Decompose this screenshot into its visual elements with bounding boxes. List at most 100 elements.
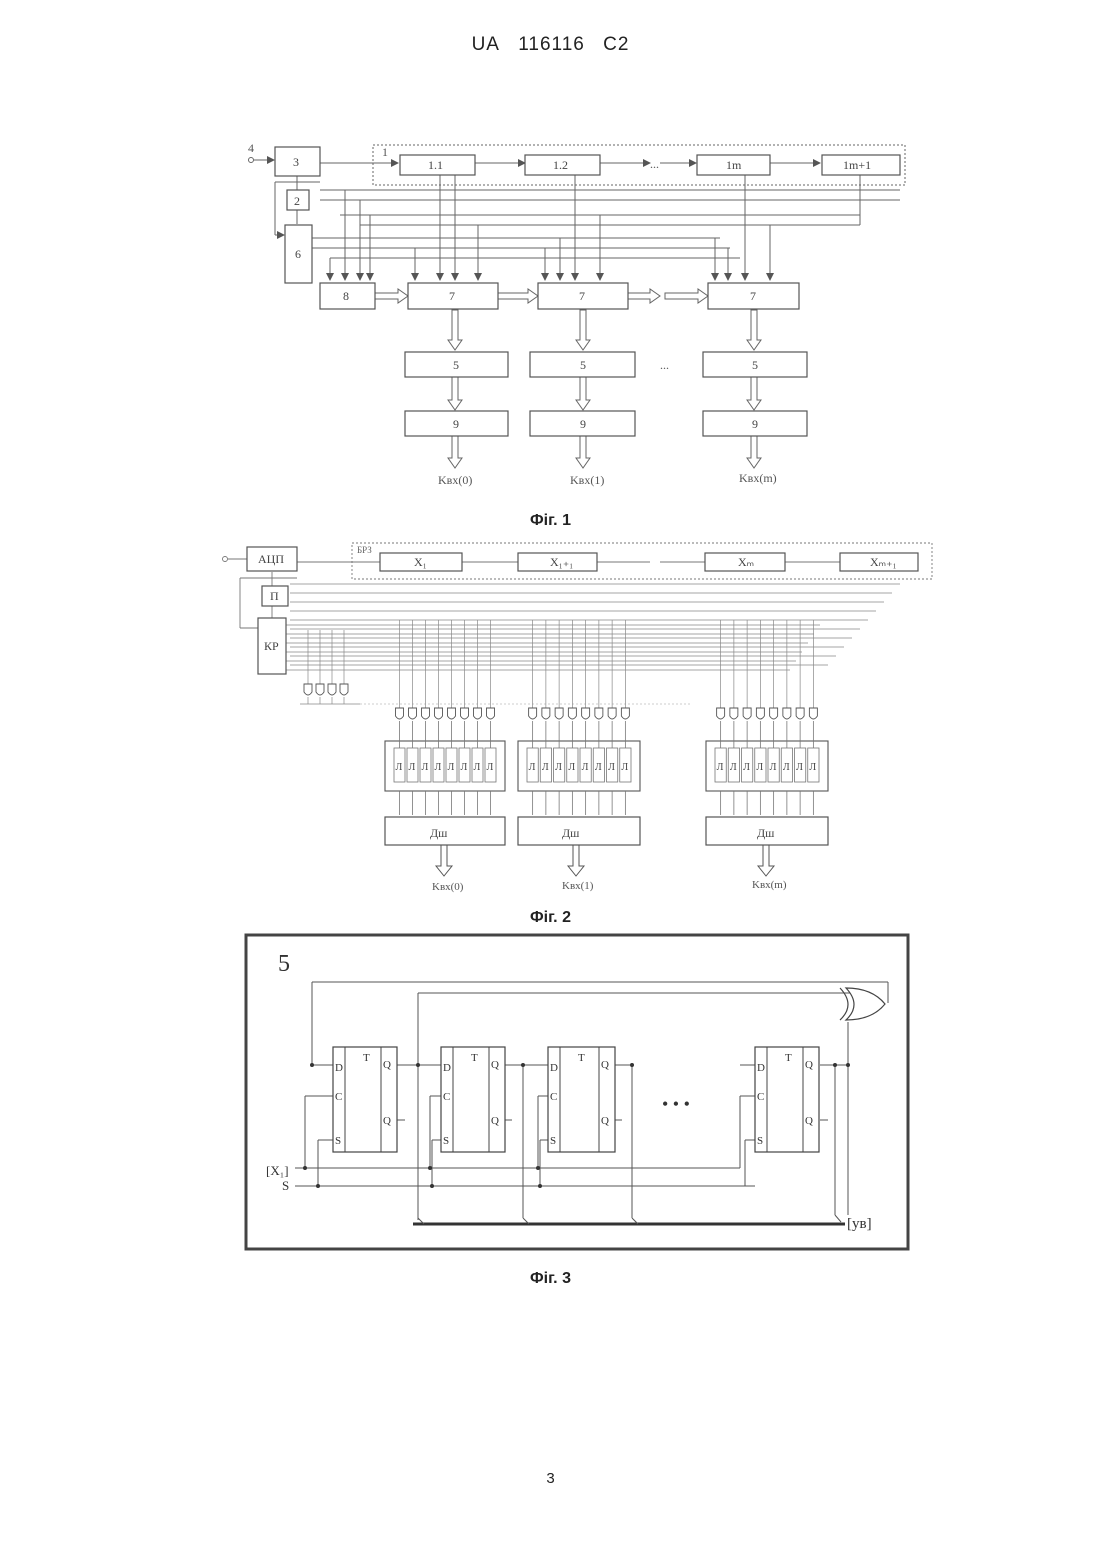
and-gate — [809, 708, 817, 719]
fig2-output-m: Kвх(m) — [752, 879, 787, 891]
cell-1-1-label: 1.1 — [428, 158, 443, 172]
block-8-label: 8 — [343, 289, 349, 303]
pin-q: Q — [383, 1059, 391, 1071]
xm1-label: Xₘ₊₁ — [870, 555, 897, 569]
block-3-label: 3 — [293, 155, 299, 169]
block-9-a-label: 9 — [453, 417, 459, 431]
pin-t: T — [785, 1052, 792, 1064]
block-9-c-label: 9 — [752, 417, 758, 431]
cell-1m-label: 1m — [726, 158, 742, 172]
register-label: 1 — [382, 145, 388, 159]
latch-label: Л — [396, 762, 403, 773]
figure-2-diagram: АЦП П КР X₁ X₁₊₁ Xₘ Xₘ₊₁ БРЗ ЛЛЛЛЛЛЛЛЛЛЛ… — [0, 530, 1101, 910]
and-gate — [730, 708, 738, 719]
pin-c: C — [757, 1091, 764, 1103]
latch-label: Л — [529, 762, 536, 773]
pin-d: D — [335, 1062, 343, 1074]
figure-1-caption: Фіг. 1 — [0, 512, 1101, 530]
p-label: П — [270, 589, 279, 603]
and-gate — [568, 708, 576, 719]
output-1: Kвх(1) — [570, 473, 604, 487]
and-gate — [422, 708, 430, 719]
latch-label: Л — [595, 762, 602, 773]
pin-qbar: Q — [601, 1115, 609, 1127]
fig2-output-0: Kвх(0) — [432, 881, 464, 893]
pin-c: C — [335, 1091, 342, 1103]
latch-label: Л — [796, 762, 803, 773]
control-gate — [304, 684, 312, 695]
latch-label: Л — [783, 762, 790, 773]
fig3-block-number: 5 — [278, 951, 290, 977]
and-gate — [608, 708, 616, 719]
latch-label: Л — [730, 762, 737, 773]
latch-label: Л — [542, 762, 549, 773]
and-gate — [396, 708, 404, 719]
and-gate — [448, 708, 456, 719]
and-gate — [743, 708, 751, 719]
fig2-output-1: Kвх(1) — [562, 880, 594, 892]
pin-t: T — [578, 1052, 585, 1064]
decoder-c-label: Дш — [757, 826, 775, 840]
pin-s: S — [335, 1135, 341, 1147]
and-gate — [542, 708, 550, 719]
block-7-a-label: 7 — [449, 289, 455, 303]
block-5-c-label: 5 — [752, 358, 758, 372]
block-2-label: 2 — [294, 194, 300, 208]
adc-label: АЦП — [258, 552, 284, 566]
pin-t: T — [363, 1052, 370, 1064]
latch-label: Л — [809, 762, 816, 773]
and-gate — [756, 708, 764, 719]
latch-label: Л — [717, 762, 724, 773]
pin-q: Q — [805, 1059, 813, 1071]
block-5-a-label: 5 — [453, 358, 459, 372]
decoder-b-label: Дш — [562, 826, 580, 840]
and-gate — [796, 708, 804, 719]
and-gate — [582, 708, 590, 719]
figure-2-caption: Фіг. 2 — [0, 909, 1101, 927]
figure-3-caption: Фіг. 3 — [0, 1270, 1101, 1288]
cell-1m1-label: 1m+1 — [843, 158, 871, 172]
control-gate — [328, 684, 336, 695]
latch-label: Л — [422, 762, 429, 773]
pin-s: S — [443, 1135, 449, 1147]
and-gate — [783, 708, 791, 719]
block-9-b-label: 9 — [580, 417, 586, 431]
latch-label: Л — [474, 762, 481, 773]
and-gate — [529, 708, 537, 719]
pin-qbar: Q — [383, 1115, 391, 1127]
latch-label: Л — [770, 762, 777, 773]
block-7-b-label: 7 — [579, 289, 585, 303]
and-gate — [555, 708, 563, 719]
latch-label: Л — [608, 762, 615, 773]
latch-label: Л — [487, 762, 494, 773]
pin-qbar: Q — [805, 1115, 813, 1127]
output-y: [yв] — [847, 1216, 872, 1232]
pin-c: C — [443, 1091, 450, 1103]
ellipsis-1: ... — [650, 157, 659, 171]
pin-qbar: Q — [491, 1115, 499, 1127]
latch-label: Л — [448, 762, 455, 773]
cell-1-2-label: 1.2 — [553, 158, 568, 172]
and-gate — [487, 708, 495, 719]
kr-label: КР — [264, 639, 279, 653]
figure-3-diagram: 5 — [0, 930, 1101, 1260]
latch-label: Л — [568, 762, 575, 773]
pin-q: Q — [601, 1059, 609, 1071]
output-m: Kвх(m) — [739, 471, 777, 485]
ellipsis-2: ... — [660, 358, 669, 372]
x1-label: X₁ — [414, 555, 427, 569]
decoder-a-label: Дш — [430, 826, 448, 840]
and-gate — [474, 708, 482, 719]
and-gate — [770, 708, 778, 719]
block-6-label: 6 — [295, 247, 301, 261]
pin-c: C — [550, 1091, 557, 1103]
latch-label: Л — [461, 762, 468, 773]
pin-d: D — [443, 1062, 451, 1074]
output-0: Kвх(0) — [438, 473, 472, 487]
fig3-ellipsis: • • • — [662, 1094, 690, 1114]
block-5-b-label: 5 — [580, 358, 586, 372]
and-gate — [621, 708, 629, 719]
pin-d: D — [550, 1062, 558, 1074]
and-gate — [717, 708, 725, 719]
x11-label: X₁₊₁ — [550, 555, 573, 569]
